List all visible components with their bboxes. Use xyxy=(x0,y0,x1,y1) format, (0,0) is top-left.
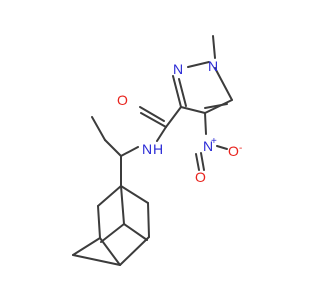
bond xyxy=(119,236,150,266)
bond xyxy=(72,237,101,256)
bond xyxy=(104,139,122,157)
bond xyxy=(91,116,106,141)
nitro-group xyxy=(195,112,228,171)
bond xyxy=(212,35,216,59)
bond xyxy=(139,106,165,122)
bond xyxy=(123,223,148,241)
atom-labels: N H O N N N + O O - xyxy=(117,58,242,185)
bond xyxy=(180,106,206,114)
bond xyxy=(97,205,101,239)
bond xyxy=(120,185,149,204)
alkyl-chain xyxy=(91,116,139,187)
bond xyxy=(195,153,200,171)
amide-hydrogen-label: H xyxy=(153,141,163,157)
ring-nitrogen-2-label: N xyxy=(173,61,183,77)
ring-nitrogen-1-label: N xyxy=(208,58,218,74)
bond xyxy=(100,223,125,243)
bond xyxy=(99,237,121,266)
nitro-oxygen-label-2: O xyxy=(228,143,239,159)
pyrazole-ring xyxy=(172,35,233,114)
nitro-negative-charge: - xyxy=(239,143,242,154)
bond xyxy=(216,145,228,150)
bond xyxy=(147,202,150,238)
bond xyxy=(200,152,205,171)
bond xyxy=(156,126,167,142)
nitro-positive-charge: + xyxy=(211,136,217,147)
bond xyxy=(120,146,139,157)
bond xyxy=(187,61,210,68)
bond xyxy=(72,254,121,266)
bond xyxy=(165,106,182,128)
bond xyxy=(178,78,187,107)
bond xyxy=(204,112,207,135)
bond xyxy=(214,67,233,101)
bond xyxy=(140,112,167,128)
bond xyxy=(97,185,122,207)
chemical-structure: N H O N N N + O O - xyxy=(72,35,242,266)
bond xyxy=(204,103,228,109)
amide-group xyxy=(139,106,182,142)
bond xyxy=(120,185,125,225)
adamantane-cage xyxy=(72,185,150,266)
nitro-nitrogen-label: N xyxy=(203,138,213,154)
amide-nitrogen-label: N xyxy=(142,141,152,157)
amide-oxygen-label: O xyxy=(117,92,128,108)
nitro-oxygen-label-1: O xyxy=(195,169,206,185)
bond xyxy=(172,75,182,108)
